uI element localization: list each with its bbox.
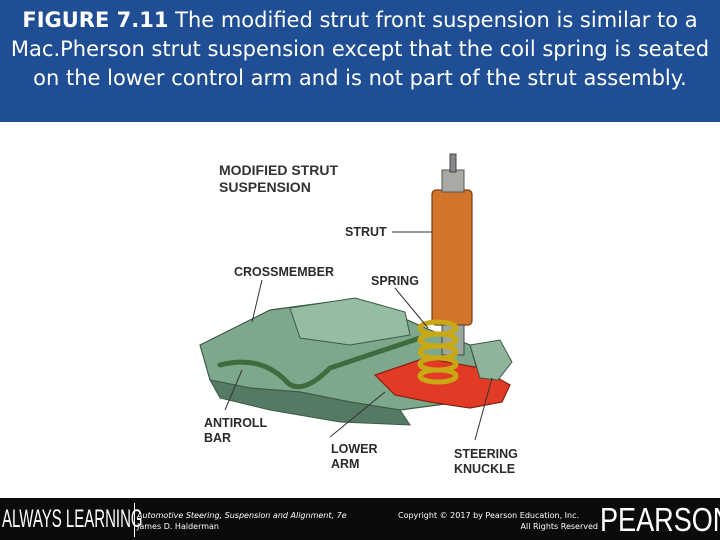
antiroll-bar [217, 335, 423, 390]
always-learning-logo: ALWAYS LEARNING [2, 505, 143, 533]
frame-shadow [209, 379, 411, 426]
copyright-line: Copyright © 2017 by Pearson Education, I… [398, 511, 580, 520]
pearson-logo: PEARSON [600, 500, 720, 540]
strut-cap [441, 169, 465, 193]
label-steering-knuckle: STEERING KNUCKLE [454, 447, 518, 476]
label-modified-strut-suspension: MODIFIED STRUT SUSPENSION [219, 162, 338, 195]
book-title: Automotive Steering, Suspension and Alig… [137, 511, 347, 520]
label-strut: STRUT [345, 225, 387, 239]
label-antiroll-bar: ANTIROLL BAR [204, 416, 268, 445]
label-crossmember: CROSSMEMBER [234, 265, 335, 279]
caption-text: The modified strut front suspension is s… [10, 8, 710, 90]
footer-divider [134, 503, 135, 537]
figure-number: FIGURE 7.11 [22, 8, 169, 32]
lower-arm-leader [329, 391, 386, 438]
spring-leader [394, 287, 429, 329]
caption-banner: FIGURE 7.11 The modified strut front sus… [0, 0, 720, 122]
strut-rod [449, 153, 457, 173]
crossmember-plate [289, 297, 411, 346]
figure-caption: FIGURE 7.11 The modified strut front sus… [10, 6, 710, 93]
strut-body [431, 189, 473, 326]
coil-spring [417, 319, 459, 385]
label-spring: SPRING [371, 274, 419, 288]
knuckle-leader [474, 377, 493, 441]
crossmember-leader [251, 279, 263, 323]
rights-line: All Rights Reserved [520, 522, 598, 531]
antiroll-leader [224, 369, 243, 411]
author-name: James D. Halderman [137, 522, 219, 531]
label-lower-arm: LOWER ARM [331, 442, 378, 471]
suspension-illustration [199, 153, 513, 441]
steering-knuckle [469, 339, 513, 381]
